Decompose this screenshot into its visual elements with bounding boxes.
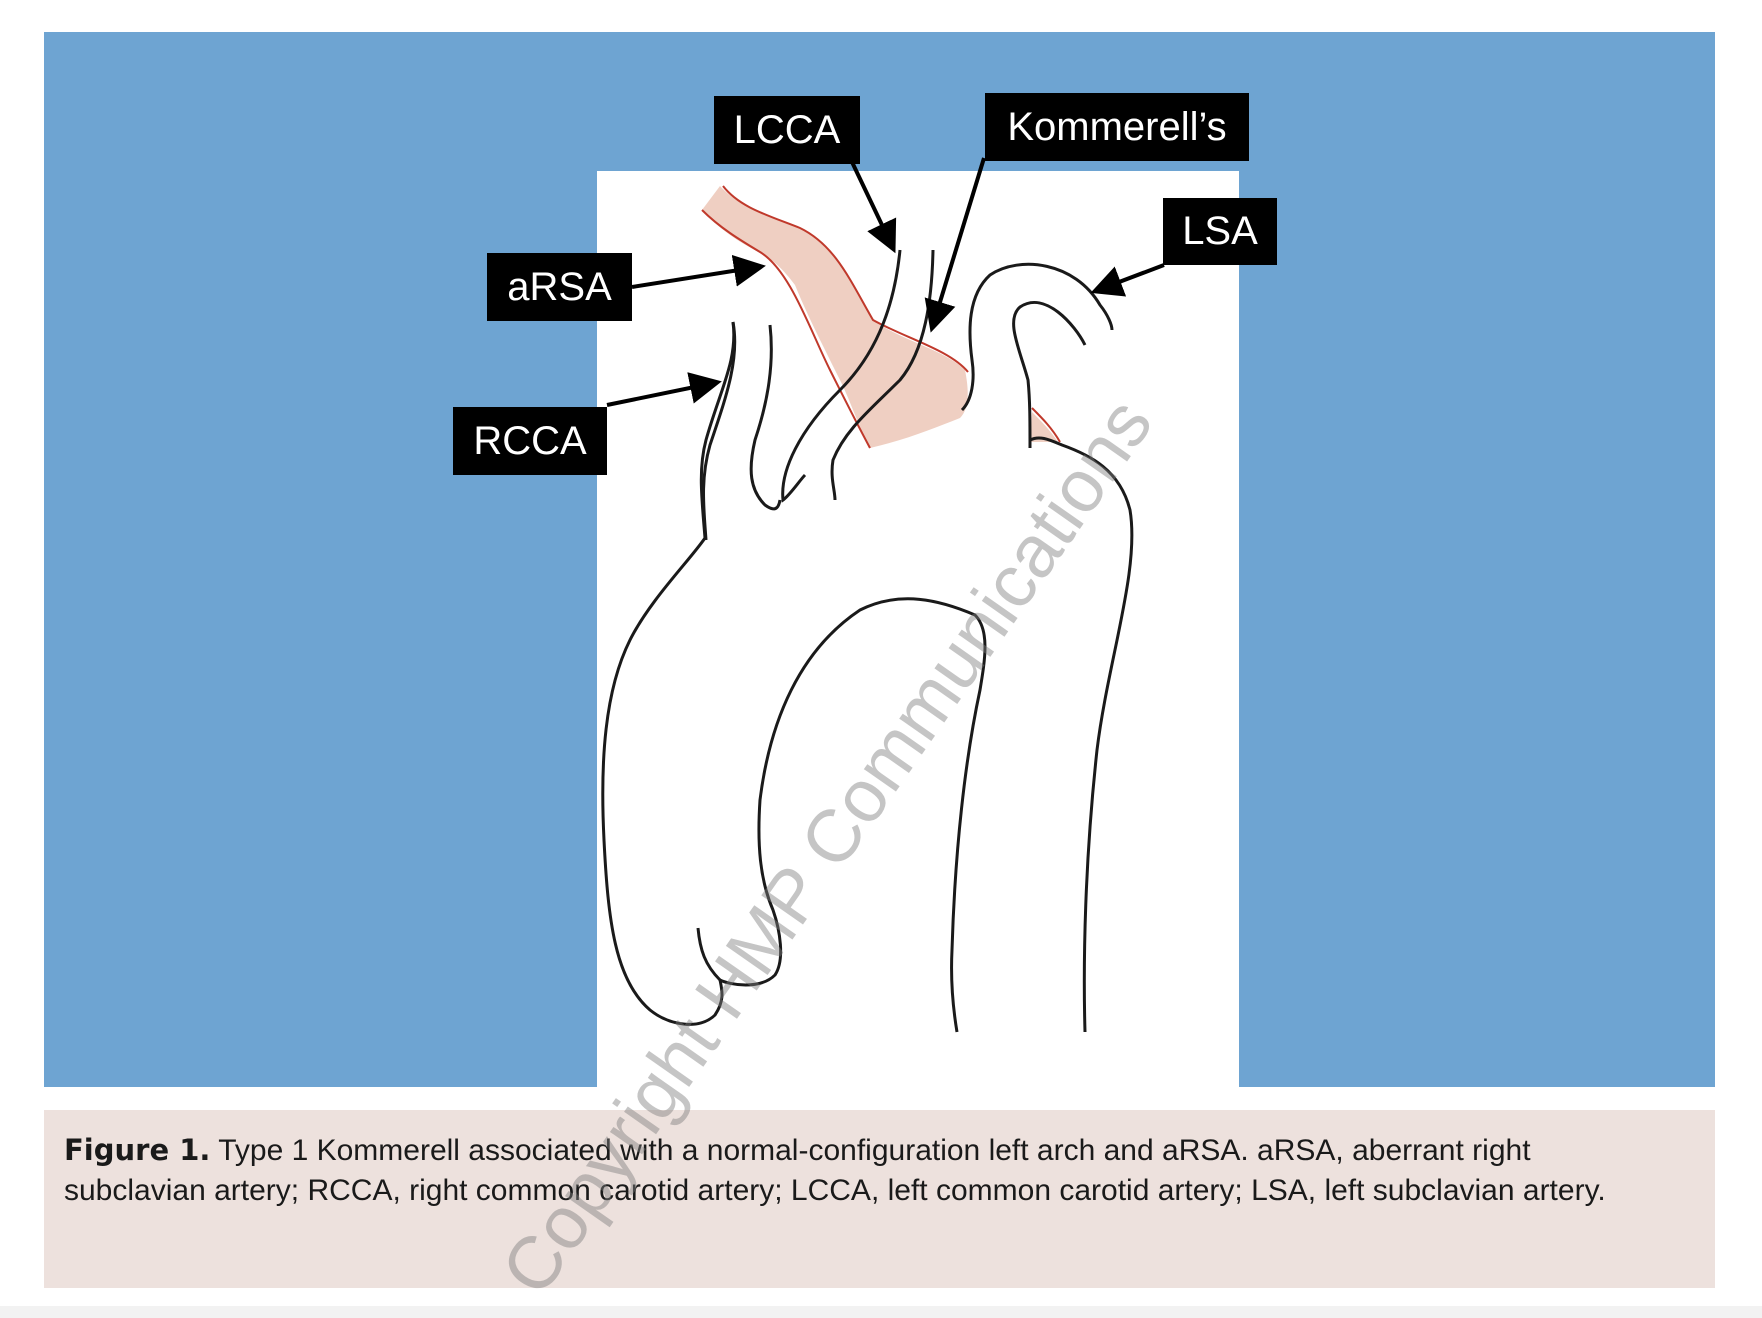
label-lsa: LSA — [1163, 198, 1277, 265]
label-kommerell: Kommerell’s — [985, 93, 1249, 161]
arsa-arrow — [631, 254, 766, 289]
lcca-arrow — [850, 161, 897, 254]
caption-label: Figure 1. — [64, 1133, 211, 1167]
ascending-aorta-root-detail — [696, 927, 722, 982]
label-rcca: RCCA — [453, 407, 607, 475]
rcca-vessel-left-wall — [702, 321, 737, 541]
descending-aorta-outer-wall — [1029, 436, 1134, 1033]
lsa-arrow — [1090, 263, 1165, 297]
figure-caption: Figure 1. Type 1 Kommerell associated wi… — [44, 1110, 1715, 1288]
caption-text: Figure 1. Type 1 Kommerell associated wi… — [64, 1130, 1644, 1211]
label-lcca: LCCA — [714, 96, 860, 164]
arsa-outline-upper — [722, 185, 969, 373]
aortic-arch-outline — [601, 321, 987, 1033]
kommerell-diverticulum-shading — [702, 186, 968, 448]
lcca-vessel-left-wall — [781, 249, 902, 503]
lsa-vessel-outer-wall — [960, 262, 1114, 412]
kommerell-arrow — [924, 157, 986, 333]
lsa-base-outline-red — [1031, 407, 1061, 443]
arsa-outline-lower — [701, 209, 871, 449]
kommerell-diverticulum-fill-lsa — [1030, 412, 1058, 442]
rcca-arrow — [606, 372, 722, 407]
lsa-vessel-inner-wall — [1012, 301, 1087, 449]
figure-panel — [44, 32, 1715, 1095]
rcca-vessel-right-wall — [749, 324, 782, 511]
illustration-canvas — [597, 171, 1239, 1095]
caption-body: Type 1 Kommerell associated with a norma… — [64, 1134, 1606, 1207]
bottom-strip — [0, 1306, 1762, 1318]
label-arsa: aRSA — [487, 253, 632, 321]
